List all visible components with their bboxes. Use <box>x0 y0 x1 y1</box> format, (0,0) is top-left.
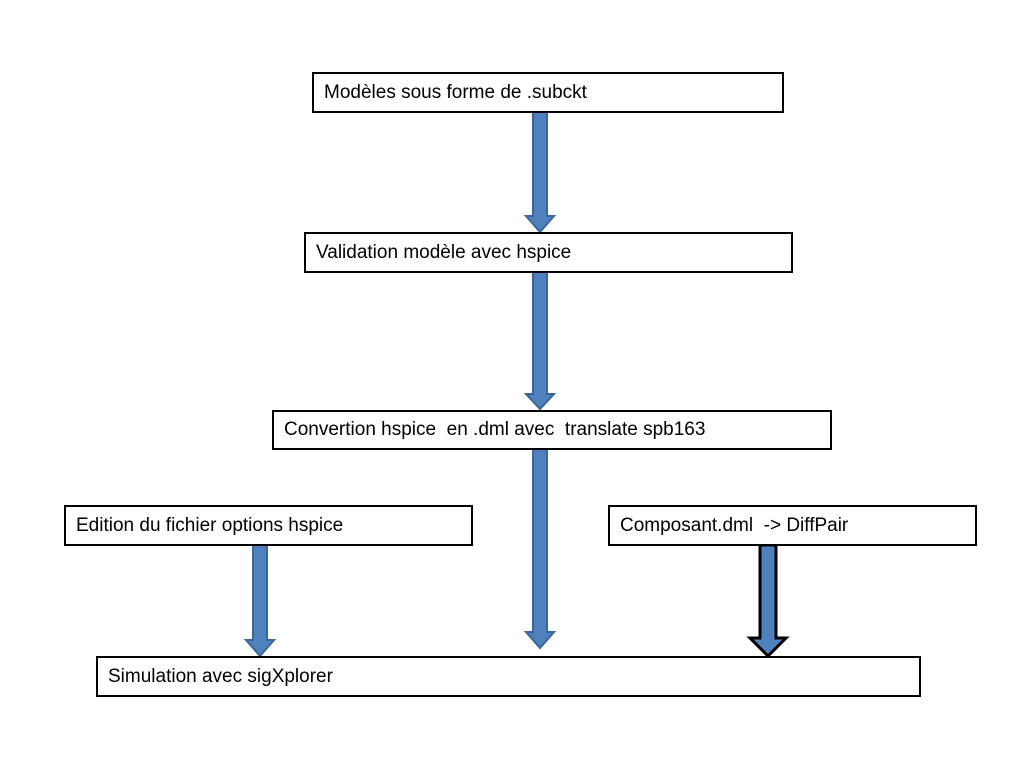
node-composant: Composant.dml -> DiffPair <box>608 505 977 546</box>
node-conversion: Convertion hspice en .dml avec translate… <box>272 410 832 450</box>
arrow-options-to-simulation <box>243 544 277 658</box>
arrow-validation-to-conversion <box>523 271 557 411</box>
arrow-composant-to-simulation <box>746 543 790 659</box>
node-label: Composant.dml -> DiffPair <box>620 515 849 536</box>
node-label: Validation modèle avec hspice <box>316 241 572 263</box>
node-subckt: Modèles sous forme de .subckt <box>312 72 784 113</box>
node-label: Modèles sous forme de .subckt <box>324 81 587 103</box>
node-label: Convertion hspice en .dml avec translate… <box>284 419 706 440</box>
node-label: Simulation avec sigXplorer <box>108 665 333 687</box>
arrow-subckt-to-validation <box>523 111 557 234</box>
node-validation: Validation modèle avec hspice <box>304 232 793 273</box>
node-label: Edition du fichier options hspice <box>76 514 344 536</box>
arrow-conversion-to-simulation <box>523 448 557 650</box>
node-options: Edition du fichier options hspice <box>64 505 473 546</box>
node-simulation: Simulation avec sigXplorer <box>96 656 921 697</box>
